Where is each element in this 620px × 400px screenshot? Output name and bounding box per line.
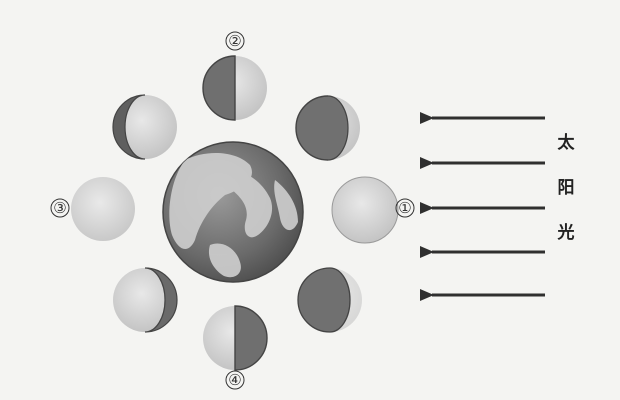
- sunlight-arrows: [432, 118, 545, 295]
- svg-text:①: ①: [398, 199, 411, 217]
- label-position-2: ②: [226, 32, 244, 50]
- moon-lower-right: [298, 268, 362, 332]
- moon-upper-left: [113, 95, 177, 159]
- label-position-4: ④: [226, 371, 244, 389]
- svg-text:④: ④: [228, 371, 241, 389]
- moon-lower-left: [113, 268, 177, 332]
- moon-upper-right: [296, 96, 360, 160]
- label-position-3: ③: [51, 199, 69, 217]
- sunlight-char-3: 光: [557, 222, 575, 243]
- label-position-1: ①: [396, 199, 414, 217]
- svg-text:③: ③: [53, 199, 66, 217]
- svg-text:②: ②: [228, 32, 241, 50]
- moon-position-4: [203, 306, 267, 370]
- moon-position-1: [332, 177, 398, 243]
- sunlight-char-2: 阳: [558, 178, 575, 198]
- moon-position-3: [71, 177, 135, 241]
- earth-globe-icon: [163, 142, 303, 282]
- sunlight-char-1: 太: [558, 132, 576, 153]
- sunlight-label: 太 阳 光: [557, 132, 576, 243]
- moon-position-2: [203, 56, 267, 120]
